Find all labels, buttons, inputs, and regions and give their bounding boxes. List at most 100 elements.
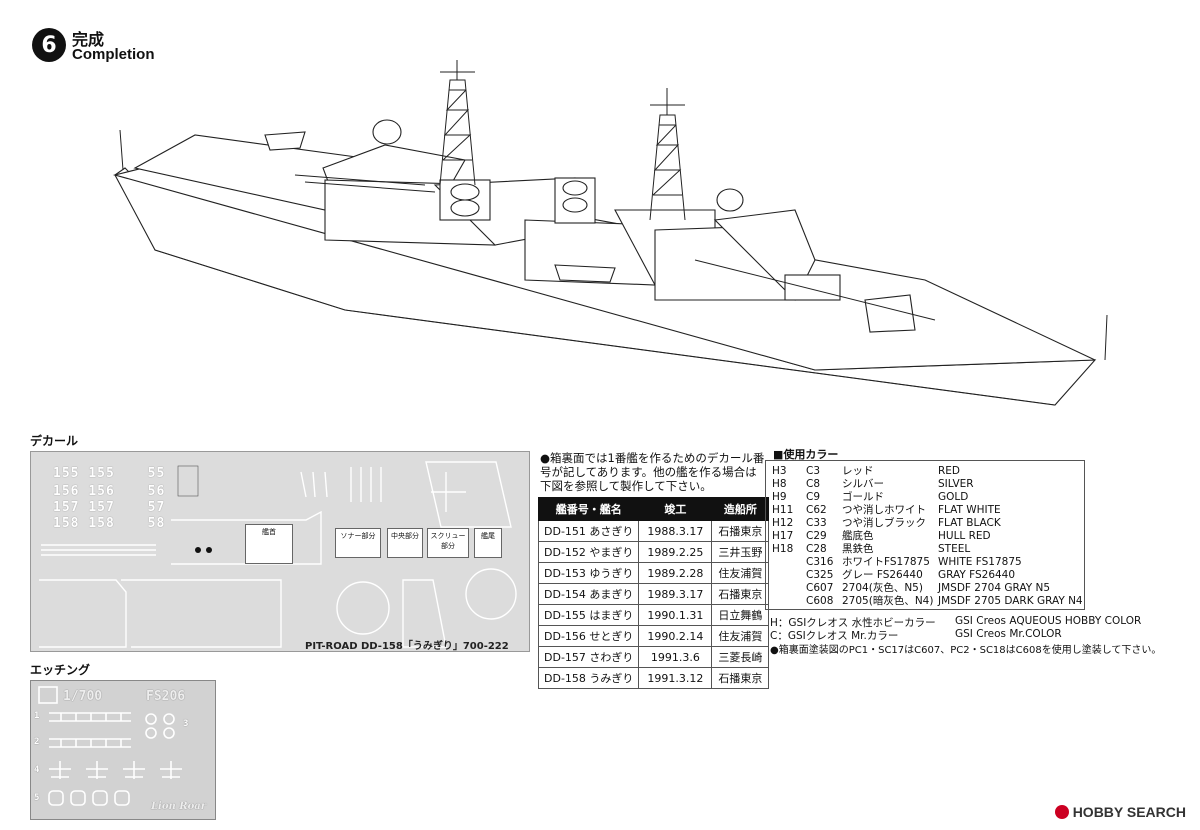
table-cell: 1988.3.17 bbox=[638, 520, 713, 542]
color-en: SILVER bbox=[938, 478, 974, 490]
color-footnote: ●箱裏面塗装図のPC1・SC17はC607、PC2・SC18はC608を使用し塗… bbox=[770, 645, 1162, 656]
etching-parts-artwork bbox=[38, 686, 182, 806]
color-en: FLAT BLACK bbox=[938, 517, 1001, 529]
table-cell: 石播東京 bbox=[711, 583, 770, 605]
color-c: C33 bbox=[806, 517, 827, 529]
etching-code: FS206 bbox=[146, 689, 186, 704]
color-en: STEEL bbox=[938, 543, 971, 555]
etching-part-number: 5 bbox=[34, 793, 40, 803]
step-number-badge: 6 bbox=[32, 28, 66, 62]
decal-box-bow: 艦首 bbox=[245, 524, 293, 564]
color-jp: ホワイトFS17875 bbox=[842, 556, 930, 568]
table-cell: 住友浦賀 bbox=[711, 625, 770, 647]
etching-scale: 1/700 bbox=[63, 689, 103, 704]
color-h: H11 bbox=[772, 504, 794, 516]
decal-box-stern: 艦尾 bbox=[474, 528, 502, 558]
decal-sheet: 155 155 55 156 156 56 157 157 57 158 158… bbox=[30, 451, 530, 652]
color-jp: ゴールド bbox=[842, 491, 884, 503]
color-h: H8 bbox=[772, 478, 787, 490]
table-cell: DD-153 ゆうぎり bbox=[537, 562, 640, 584]
table-cell: 三菱長崎 bbox=[711, 646, 770, 668]
decal-title: デカール bbox=[30, 434, 79, 448]
color-c: C608 bbox=[806, 595, 834, 607]
table-header-row: 艦番号・艦名 竣工 造船所 bbox=[537, 497, 770, 521]
colors-title: ■使用カラー bbox=[773, 448, 839, 461]
decal-hull-row: 158 158 58 bbox=[53, 516, 166, 531]
etching-part-number: 2 bbox=[34, 737, 40, 747]
color-en: FLAT WHITE bbox=[938, 504, 1001, 516]
table-cell: DD-156 せとぎり bbox=[537, 625, 640, 647]
color-en: JMSDF 2705 DARK GRAY N4 bbox=[938, 595, 1083, 607]
color-jp: つや消しホワイト bbox=[842, 504, 926, 516]
color-en: GOLD bbox=[938, 491, 969, 503]
color-jp: レッド bbox=[842, 465, 874, 477]
color-c: C8 bbox=[806, 478, 821, 490]
decal-hull-row: 155 155 55 bbox=[53, 466, 166, 481]
table-cell: DD-158 うみぎり bbox=[537, 667, 640, 689]
color-h: H17 bbox=[772, 530, 794, 542]
etching-title: エッチング bbox=[30, 663, 91, 677]
table-cell: 三井玉野 bbox=[711, 541, 770, 563]
table-cell: DD-151 あさぎり bbox=[537, 520, 640, 542]
etching-brand: Lion Roar bbox=[151, 801, 206, 812]
color-h: H18 bbox=[772, 543, 794, 555]
table-cell: 住友浦賀 bbox=[711, 562, 770, 584]
column-header: 艦番号・艦名 bbox=[537, 497, 640, 521]
table-cell: DD-154 あまぎり bbox=[537, 583, 640, 605]
color-jp: シルバー bbox=[842, 478, 884, 490]
table-cell: 1990.1.31 bbox=[638, 604, 713, 626]
decal-box-center: 中央部分 bbox=[387, 528, 423, 558]
color-jp: 2704(灰色、N5) bbox=[842, 582, 923, 594]
table-cell: 1990.2.14 bbox=[638, 625, 713, 647]
table-cell: 1991.3.12 bbox=[638, 667, 713, 689]
color-en: WHITE FS17875 bbox=[938, 556, 1022, 568]
color-c: C325 bbox=[806, 569, 834, 581]
color-c: C28 bbox=[806, 543, 827, 555]
color-jp: 艦底色 bbox=[842, 530, 874, 542]
decal-box-sonar: ソナー部分 bbox=[335, 528, 381, 558]
column-header: 竣工 bbox=[638, 497, 713, 521]
watermark: HOBBY SEARCH bbox=[1054, 804, 1186, 820]
color-jp: グレー FS26440 bbox=[842, 569, 923, 581]
color-c: C3 bbox=[806, 465, 821, 477]
watermark-text: HOBBY SEARCH bbox=[1072, 804, 1186, 820]
color-en: RED bbox=[938, 465, 961, 477]
column-header: 造船所 bbox=[711, 497, 770, 521]
color-jp: 2705(暗灰色、N4) bbox=[842, 595, 934, 607]
color-en: JMSDF 2704 GRAY N5 bbox=[938, 582, 1051, 594]
color-h: H9 bbox=[772, 491, 787, 503]
table-cell: 1991.3.6 bbox=[638, 646, 713, 668]
color-c: C9 bbox=[806, 491, 821, 503]
table-cell: 1989.2.28 bbox=[638, 562, 713, 584]
etching-sheet: 1/700 FS206 1 2 3 4 5 Lion Roar bbox=[30, 680, 216, 820]
etching-part-number: 4 bbox=[34, 765, 40, 775]
hobby-search-logo-icon bbox=[1054, 805, 1069, 819]
decal-sheet-label: PIT-ROAD DD-158「うみぎり」700-222 bbox=[305, 641, 509, 652]
decal-sheet-artwork bbox=[39, 461, 517, 648]
color-h: H3 bbox=[772, 465, 787, 477]
color-jp: 黒鉄色 bbox=[842, 543, 874, 555]
decal-hull-row: 156 156 56 bbox=[53, 484, 166, 499]
table-cell: 石播東京 bbox=[711, 667, 770, 689]
color-en: HULL RED bbox=[938, 530, 991, 542]
decal-note: ●箱裏面では1番艦を作るためのデカール番号が記してあります。他の艦を作る場合は下… bbox=[540, 451, 765, 493]
step-title-en: Completion bbox=[72, 46, 155, 63]
color-jp: つや消しブラック bbox=[842, 517, 926, 529]
color-c: C607 bbox=[806, 582, 834, 594]
ship-completion-illustration bbox=[112, 60, 1108, 406]
decal-hull-row: 157 157 57 bbox=[53, 500, 166, 515]
table-cell: DD-155 はまぎり bbox=[537, 604, 640, 626]
color-c: C62 bbox=[806, 504, 827, 516]
step-title-jp: 完成 bbox=[72, 30, 105, 49]
color-c: C29 bbox=[806, 530, 827, 542]
color-en: GRAY FS26440 bbox=[938, 569, 1016, 581]
